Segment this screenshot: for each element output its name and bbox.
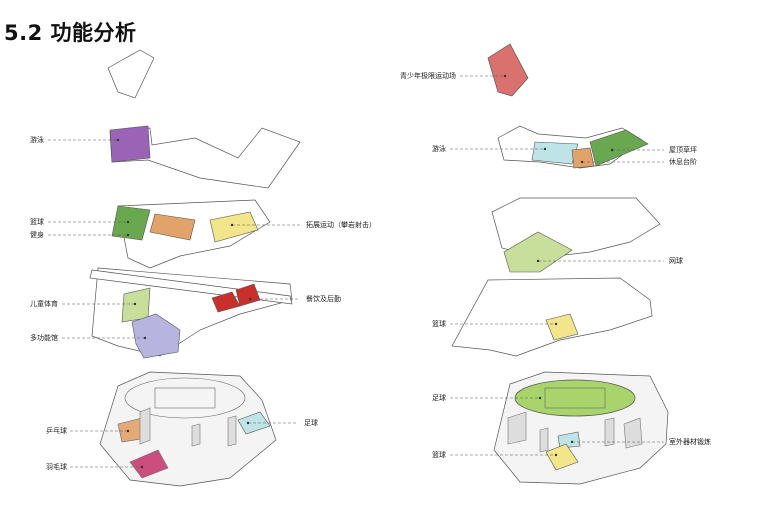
svg-text:足球: 足球	[432, 393, 446, 402]
svg-text:健身: 健身	[30, 230, 44, 239]
svg-text:室外器材锻炼: 室外器材锻炼	[669, 437, 711, 446]
svg-text:屋顶草坪: 屋顶草坪	[669, 145, 697, 154]
left-pillar-1	[140, 408, 150, 444]
left-pillar-2	[192, 424, 200, 446]
svg-text:餐饮及后勤: 餐饮及后勤	[306, 294, 341, 303]
svg-text:青少年极限运动场: 青少年极限运动场	[400, 71, 456, 80]
svg-text:羽毛球: 羽毛球	[46, 462, 67, 471]
extreme-park-block	[488, 44, 528, 96]
right-pillar-1	[508, 412, 526, 444]
svg-text:篮球: 篮球	[30, 217, 44, 226]
right-label-extreme: 青少年极限运动场	[400, 71, 506, 80]
svg-text:游泳: 游泳	[30, 135, 44, 144]
svg-text:儿童体育: 儿童体育	[30, 299, 58, 308]
svg-text:网球: 网球	[669, 256, 683, 265]
swim-area-left	[110, 126, 150, 162]
svg-text:游泳: 游泳	[432, 144, 446, 153]
right-level-2	[452, 278, 652, 356]
swim-area-right	[532, 142, 578, 164]
svg-text:篮球: 篮球	[432, 319, 446, 328]
left-label-swim: 游泳	[30, 135, 119, 144]
svg-text:足球: 足球	[304, 418, 318, 427]
svg-text:乒乓球: 乒乓球	[46, 426, 67, 435]
svg-text:篮球: 篮球	[432, 450, 446, 459]
rest-steps-area	[572, 148, 594, 168]
right-pillar-2	[540, 428, 548, 452]
left-roof-block	[108, 50, 154, 98]
svg-text:休息台阶: 休息台阶	[669, 157, 697, 166]
left-pillar-3	[228, 416, 236, 446]
svg-text:多功能馆: 多功能馆	[30, 333, 58, 342]
svg-text:拓展运动（攀岩射击）: 拓展运动（攀岩射击）	[306, 220, 376, 229]
